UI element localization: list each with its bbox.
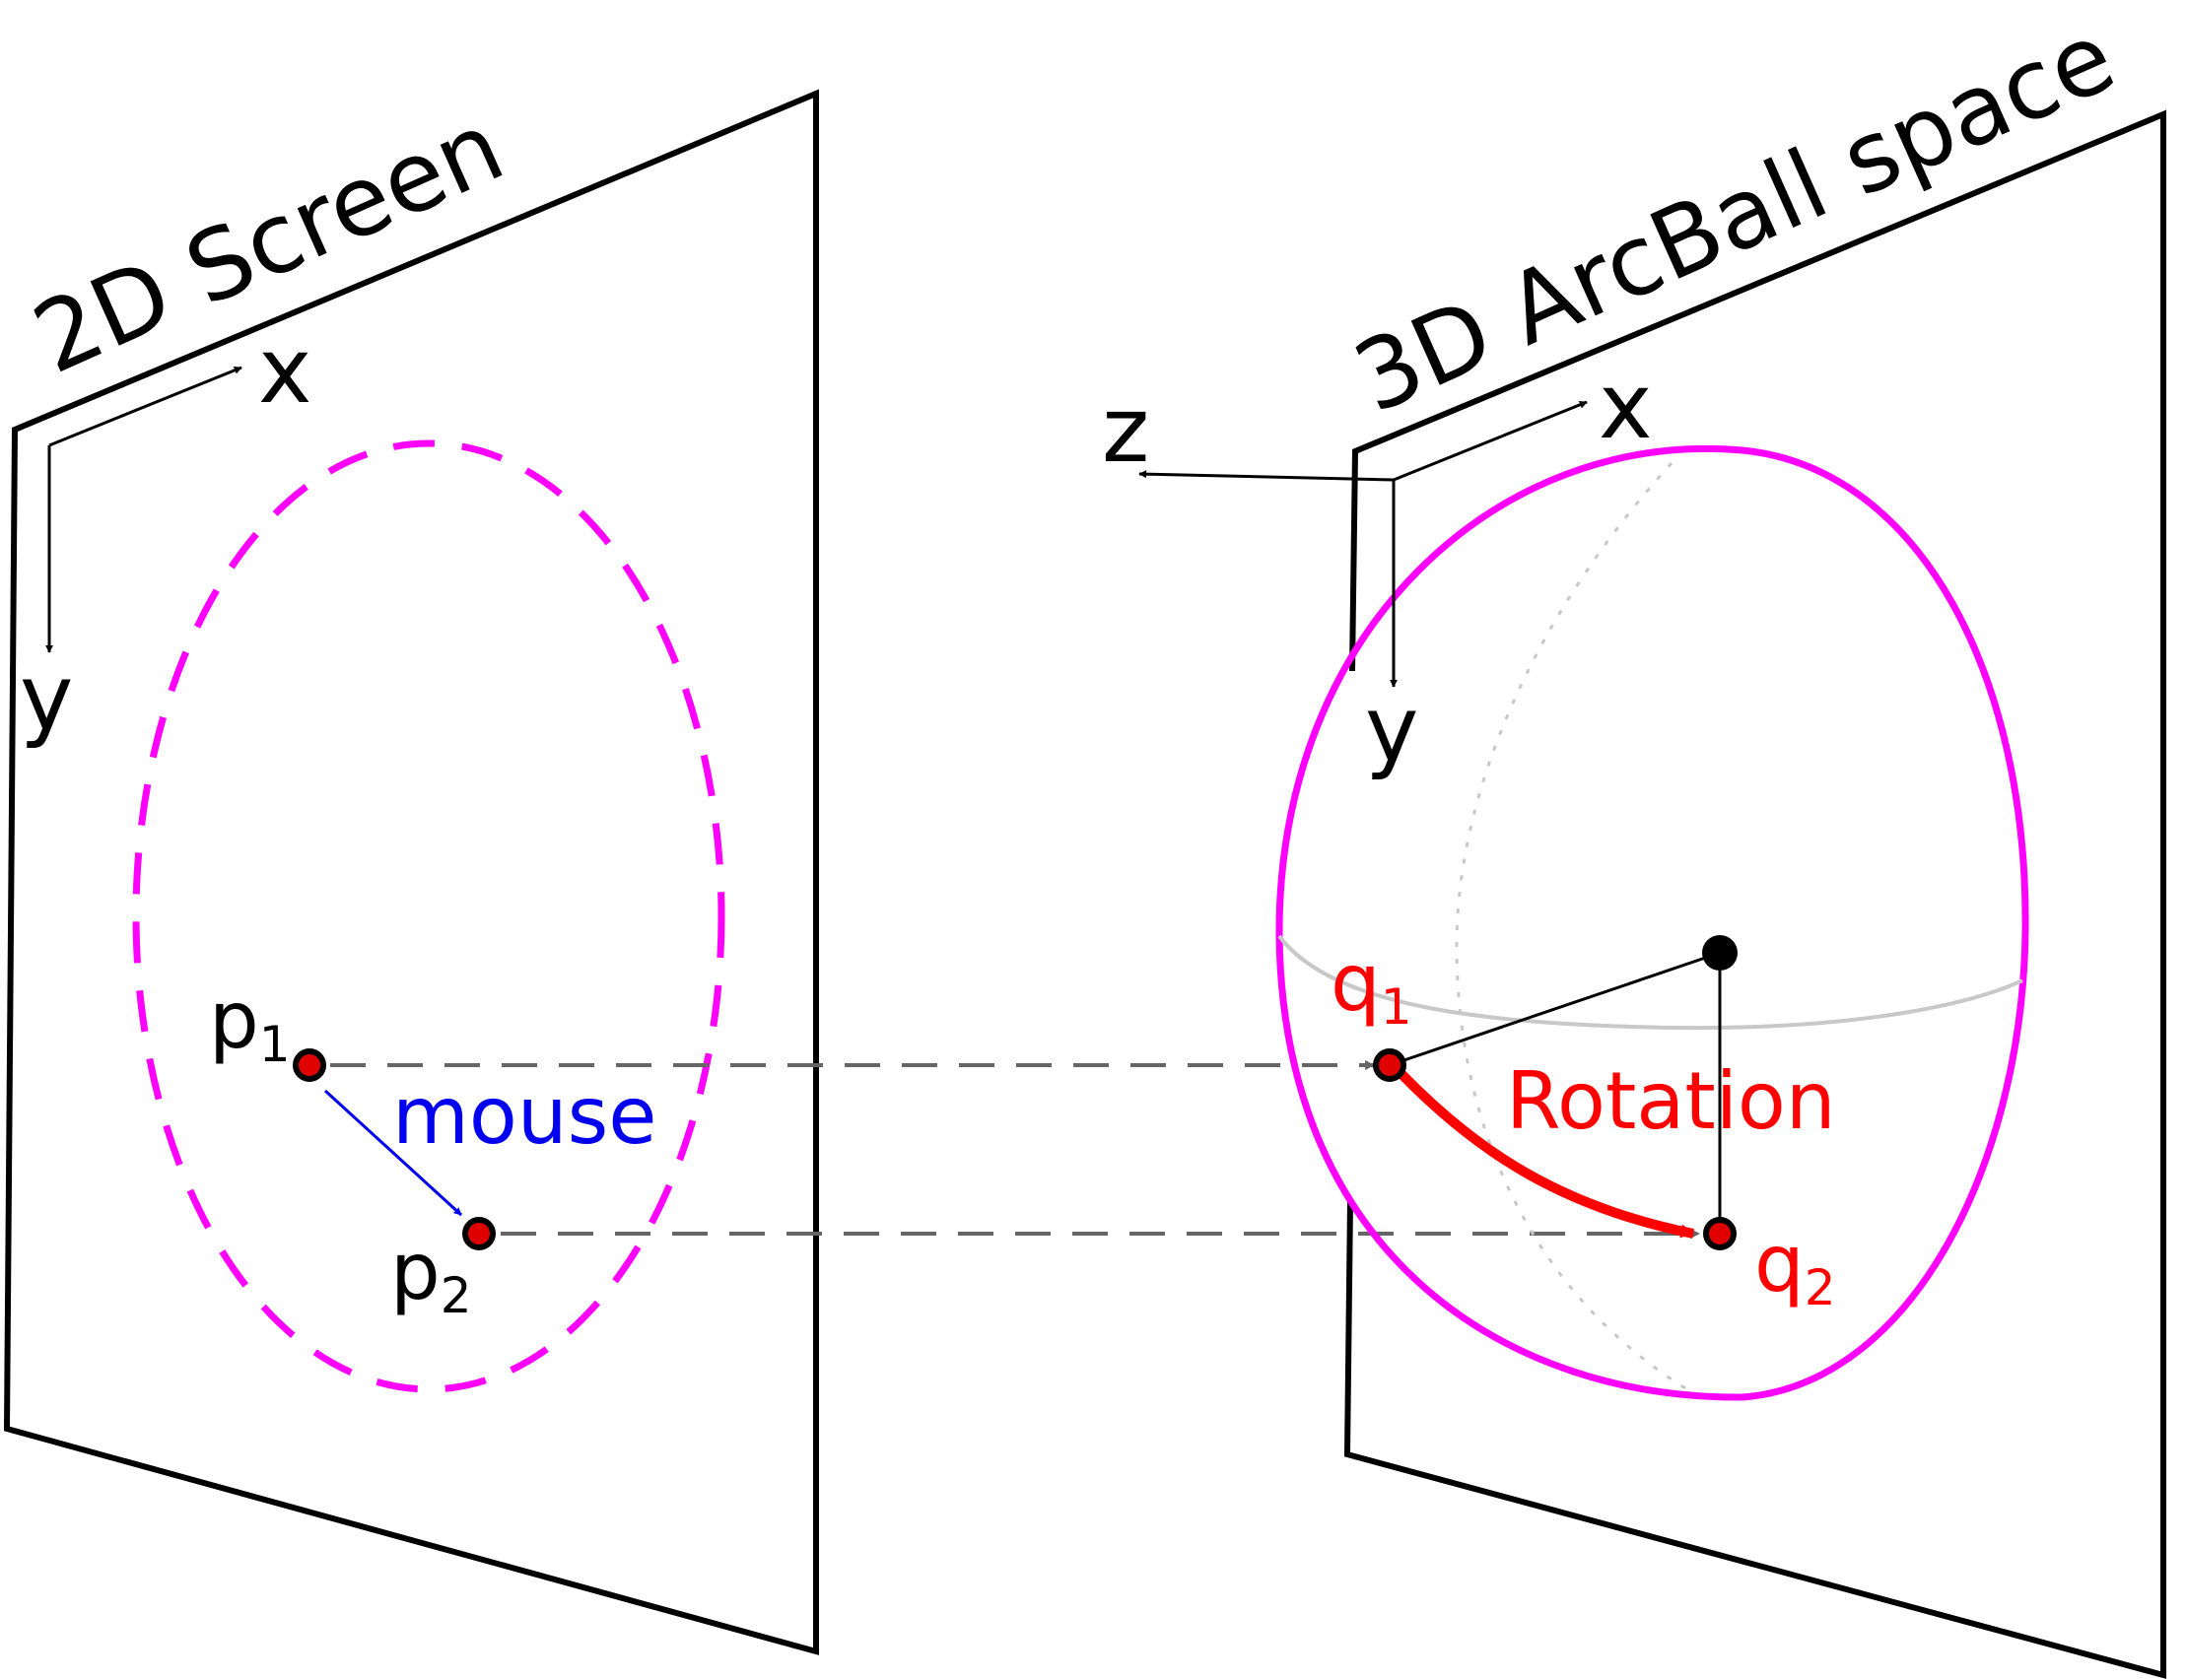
- point-q1: [1373, 1048, 1406, 1082]
- screen-plane: [3, 89, 819, 1655]
- label-p1: p1: [209, 974, 291, 1073]
- point-q2: [1703, 1217, 1737, 1250]
- arcball-x-axis: [1393, 400, 1588, 482]
- arcball-equator: [1277, 934, 2023, 1031]
- screen-y-label: y: [20, 645, 73, 751]
- arcball-x-label: x: [1599, 354, 1652, 459]
- rotation-label: Rotation: [1506, 1055, 1836, 1147]
- arcball-hemisphere: [1275, 445, 2029, 1401]
- radius-to-q1: [1389, 951, 1721, 1067]
- arcball-plane-top: [1343, 109, 2166, 1679]
- rotation-arc-arrow: [1398, 1070, 1695, 1239]
- screen-panel: 2D Screen x y mouse p1 p2: [3, 89, 819, 1655]
- arcball-z-label: z: [1102, 377, 1149, 483]
- arcball-title: 3D ArcBall space: [1338, 1, 2130, 436]
- screen-projection-circle: [132, 439, 725, 1393]
- point-p1: [293, 1048, 326, 1082]
- arcball-panel: 3D ArcBall space z x y Rotation q1 q2: [1102, 1, 2166, 1679]
- arcball-y-label: y: [1365, 677, 1418, 782]
- mouse-label: mouse: [392, 1070, 656, 1162]
- label-q2: q2: [1754, 1218, 1836, 1316]
- label-q1: q1: [1331, 937, 1412, 1036]
- mouse-drag-arrow: [323, 1089, 463, 1217]
- point-p2: [462, 1217, 496, 1250]
- label-p2: p2: [390, 1226, 472, 1324]
- projection-guides: [330, 1060, 1700, 1239]
- screen-x-label: x: [258, 318, 311, 424]
- screen-x-axis: [48, 366, 242, 447]
- arcball-z-axis: [1138, 470, 1395, 482]
- arcball-meridian: [1455, 461, 1696, 1396]
